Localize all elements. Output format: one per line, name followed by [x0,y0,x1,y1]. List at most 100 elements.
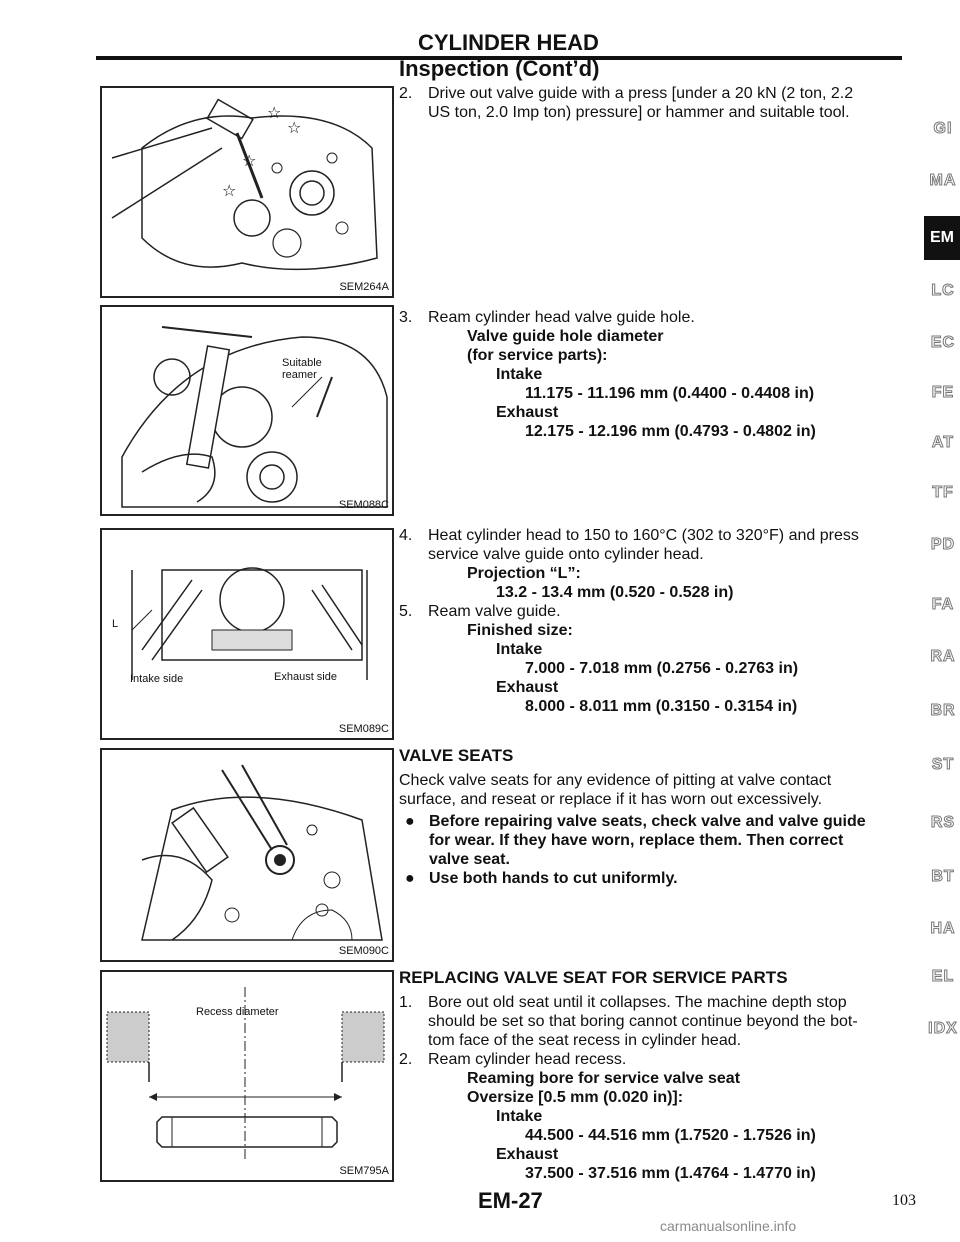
replacing-heading: REPLACING VALVE SEAT FOR SERVICE PARTS [399,968,788,987]
sidebar-tab-br[interactable]: BR [930,702,956,720]
step-number: 1. [399,994,413,1011]
bullet-line: Before repairing valve seats, check valv… [429,813,866,830]
svg-text:☆: ☆ [222,181,236,200]
bullet-glyph: ● [405,813,415,830]
figure-sem264a: ☆ ☆ ☆ ☆ SEM264A [100,86,394,298]
step-line: should be set so that boring cannot cont… [428,1013,858,1030]
spec-label: Valve guide hole diameter [467,328,664,345]
bullet-glyph: ● [405,870,415,887]
reamer-label: Suitable reamer [282,357,322,381]
step-line: Bore out old seat until it collapses. Th… [428,994,847,1011]
valve-seat-cutting-illustration [141,764,383,941]
section-subtitle: Inspection (Cont’d) [399,56,600,81]
sidebar-tab-label: EM [930,229,954,246]
spec-label: Reaming bore for service valve seat [467,1070,741,1087]
sidebar-tab-ma[interactable]: MA [929,172,957,190]
spec-value: 13.2 - 13.4 mm (0.520 - 0.528 in) [496,584,734,601]
valve-guide-removal-illustration: ☆ ☆ ☆ ☆ [111,98,378,271]
spec-exhaust-value: 12.175 - 12.196 mm (0.4793 - 0.4802 in) [525,423,816,440]
figure-sem795a: Recess diameter SEM795A [100,970,394,1182]
spec-intake-value: 44.500 - 44.516 mm (1.7520 - 1.7526 in) [525,1127,816,1144]
step-number: 3. [399,309,413,326]
step-line: Drive out valve guide with a press [unde… [428,85,854,102]
paragraph-line: Check valve seats for any evidence of pi… [399,772,832,789]
sidebar-tab-st[interactable]: ST [931,756,955,774]
step-line: Ream valve guide. [428,603,561,620]
sidebar-tab-at[interactable]: AT [931,434,955,452]
spec-intake-label: Intake [496,1108,543,1125]
bullet-line: valve seat. [429,851,510,868]
step-line: Ream cylinder head valve guide hole. [428,309,695,326]
replacing-step-2: 2. Ream cylinder head recess. Reaming bo… [399,1050,909,1183]
spec-exhaust-label: Exhaust [496,404,559,421]
figure-code: SEM089C [338,723,389,735]
bullet-item: ● Use both hands to cut uniformly. [399,869,904,888]
step-number: 4. [399,527,413,544]
step-line: Ream cylinder head recess. [428,1051,627,1068]
bullet-item: ● Before repairing valve seats, check va… [399,812,904,869]
sidebar-tab-rs[interactable]: RS [930,814,956,832]
reamer-illustration [121,326,388,508]
sidebar-tab-ec[interactable]: EC [930,334,956,352]
sidebar-tab-bt[interactable]: BT [931,868,955,886]
projection-l-label: L [112,618,119,630]
sidebar-tab-fe[interactable]: FE [931,384,955,402]
figure-sem088c: Suitable reamer SEM088C [100,305,394,516]
spec-intake-value: 11.175 - 11.196 mm (0.4400 - 0.4408 in) [525,385,815,402]
figure-code: SEM264A [339,281,389,293]
sidebar-tab-em-active[interactable]: EM [924,216,960,260]
svg-text:☆: ☆ [267,103,281,122]
sidebar-tab-el[interactable]: EL [931,968,955,986]
step-2: 2. Drive out valve guide with a press [u… [399,84,909,122]
valve-guide-projection-illustration [131,567,368,680]
figure-sem090c: SEM090C [100,748,394,962]
bullet-line: for wear. If they have worn, replace the… [429,832,844,849]
recess-diameter-diagram [106,987,385,1162]
sidebar-tab-idx[interactable]: IDX [928,1020,958,1038]
svg-text:☆: ☆ [287,118,301,137]
header-rule [96,56,902,60]
sidebar-tab-tf[interactable]: TF [932,484,954,502]
spec-intake-value: 7.000 - 7.018 mm (0.2756 - 0.2763 in) [525,660,799,677]
spec-exhaust-value: 37.500 - 37.516 mm (1.4764 - 1.4770 in) [525,1165,816,1182]
valve-seats-heading: VALVE SEATS [399,746,514,765]
step-line: service valve guide onto cylinder head. [428,546,704,563]
sidebar-tab-pd[interactable]: PD [930,536,956,554]
step-number: 2. [399,1051,413,1068]
spec-label: Finished size: [467,622,573,639]
figure-code: SEM090C [338,945,389,957]
spec-label: (for service parts): [467,347,608,364]
exhaust-side-label: Exhaust side [274,671,337,683]
bullet-line: Use both hands to cut uniformly. [429,870,678,887]
paragraph-line: surface, and reseat or replace if it has… [399,791,823,808]
spec-exhaust-label: Exhaust [496,679,559,696]
spec-label: Oversize [0.5 mm (0.020 in)]: [467,1089,684,1106]
spec-label: Projection “L”: [467,565,581,582]
watermark: carmanualsonline.info [660,1218,797,1234]
sidebar-tab-gi[interactable]: GI [933,120,953,138]
sidebar-tab-fa[interactable]: FA [931,596,955,614]
figure-code: SEM795A [339,1165,389,1177]
step-4: 4. Heat cylinder head to 150 to 160°C (3… [399,526,909,602]
step-5: 5. Ream valve guide. Finished size: Inta… [399,602,909,716]
step-line: US ton, 2.0 Imp ton) pressure] or hammer… [428,104,850,121]
spec-intake-label: Intake [496,366,543,383]
svg-text:☆: ☆ [242,151,256,170]
step-line: tom face of the seat recess in cylinder … [428,1032,742,1049]
sidebar-tab-lc[interactable]: LC [931,282,955,300]
figure-sem089c: L Intake side Exhaust side SEM089C [100,528,394,740]
recess-diameter-label: Recess diameter [196,1006,279,1018]
section-title: CYLINDER HEAD [418,30,599,55]
page-number: 103 [892,1192,916,1209]
step-number: 2. [399,85,413,102]
step-3: 3. Ream cylinder head valve guide hole. … [399,308,909,441]
step-number: 5. [399,603,413,620]
spec-exhaust-value: 8.000 - 8.011 mm (0.3150 - 0.3154 in) [525,698,798,715]
valve-seats-paragraph: Check valve seats for any evidence of pi… [399,771,909,809]
spec-exhaust-label: Exhaust [496,1146,559,1163]
sidebar-tab-ra[interactable]: RA [930,648,956,666]
page-section-code: EM-27 [478,1188,543,1213]
sidebar-tab-ha[interactable]: HA [930,920,956,938]
intake-side-label: Intake side [130,673,184,685]
spec-intake-label: Intake [496,641,543,658]
